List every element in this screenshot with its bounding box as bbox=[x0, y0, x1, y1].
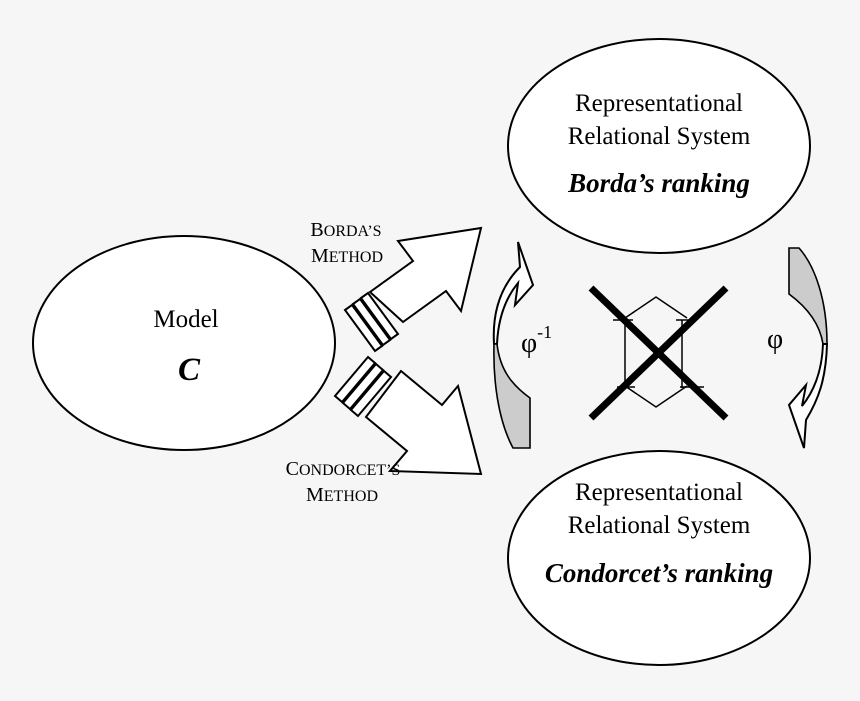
borda-arrow-body bbox=[368, 226, 483, 324]
borda-method-arrow bbox=[343, 226, 483, 353]
borda-method-label-line1: BORDA’S bbox=[310, 219, 381, 241]
equivalence-hexagon bbox=[624, 296, 688, 408]
phi-inverse-curved-arrow bbox=[492, 241, 535, 449]
model-symbol: C bbox=[178, 352, 201, 388]
cross-out-line-b bbox=[588, 285, 729, 421]
borda-system-line1: Representational bbox=[575, 90, 743, 117]
condorcet-system-ellipse bbox=[507, 450, 811, 666]
condorcet-arrow-body bbox=[364, 369, 483, 476]
borda-ranking-label: Borda’s ranking bbox=[567, 168, 750, 198]
phi-label: φ bbox=[767, 324, 783, 355]
borda-system-node: Representational Relational System Borda… bbox=[507, 38, 811, 254]
condorcet-system-line1: Representational bbox=[575, 479, 743, 506]
condorcet-method-label-line1: CONDORCET’S bbox=[286, 458, 401, 480]
condorcet-system-node: Representational Relational System Condo… bbox=[507, 450, 811, 666]
borda-method-label-line2: METHOD bbox=[311, 245, 383, 267]
phi-inverse-arrow-shaded-part bbox=[493, 343, 531, 449]
condorcet-arrow-tail-stripes bbox=[333, 355, 393, 418]
condorcet-method-label-line2: METHOD bbox=[306, 484, 378, 506]
model-node: Model C bbox=[32, 235, 336, 451]
phi-inverse-label: φ-1 bbox=[521, 322, 552, 359]
model-title: Model bbox=[153, 306, 218, 333]
phi-arrow-shaded-part bbox=[788, 247, 828, 345]
model-ellipse bbox=[32, 235, 336, 451]
crossed-equivalence-symbol bbox=[588, 285, 729, 421]
borda-system-ellipse bbox=[507, 38, 811, 254]
phi-arrow-white-part bbox=[787, 343, 829, 449]
condorcet-method-arrow bbox=[333, 355, 483, 476]
borda-arrow-tail-stripes bbox=[343, 291, 400, 353]
condorcet-system-line2: Relational System bbox=[568, 512, 751, 539]
borda-system-line2: Relational System bbox=[568, 123, 751, 150]
phi-inverse-arrow-white-part bbox=[492, 241, 535, 345]
phi-curved-arrow bbox=[787, 247, 829, 449]
condorcet-ranking-label: Condorcet’s ranking bbox=[545, 558, 773, 588]
